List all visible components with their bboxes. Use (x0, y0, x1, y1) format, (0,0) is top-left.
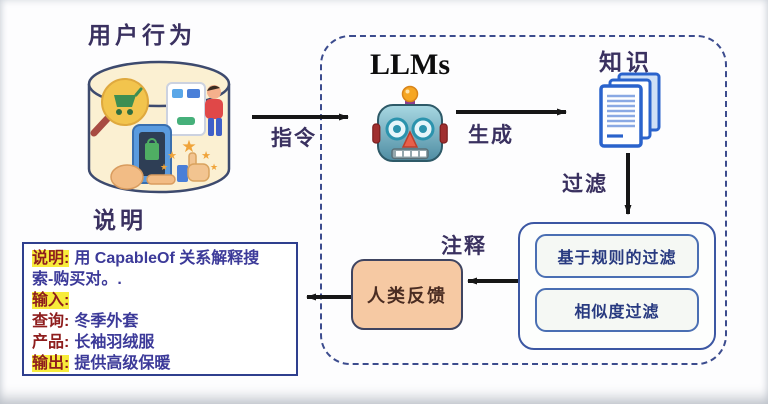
legend-label-input: 输入: (32, 292, 70, 309)
instruction-label: 指令 (271, 127, 317, 150)
annotate-label: 注释 (441, 235, 487, 258)
legend-row: 索-购买对。. (32, 271, 122, 288)
llms-title: LLMs (369, 48, 450, 81)
legend-label-output: 输出: (32, 355, 70, 372)
rule-based-filter-box: 基于规则的过滤 (535, 234, 699, 278)
legend-row: 查询:冬季外套 (32, 313, 139, 330)
svg-text:★: ★ (201, 149, 211, 162)
legend-row: 产品:长袖羽绒服 (32, 334, 155, 351)
legend-title: 说明 (93, 207, 147, 233)
knowledge-title: 知识 (599, 49, 653, 75)
generate-label: 生成 (468, 124, 514, 147)
legend-label-product: 产品: (32, 334, 70, 351)
svg-text:★: ★ (210, 163, 218, 173)
pipeline-dashed-container (320, 35, 727, 365)
svg-text:★: ★ (181, 137, 196, 157)
llm-robot-icon (372, 85, 448, 162)
shopper-icon (166, 82, 223, 136)
svg-text:★: ★ (160, 163, 168, 173)
legend-label-explain: 说明: (32, 250, 70, 267)
phone-browsing-icon (110, 124, 176, 190)
similarity-filter-box: 相似度过滤 (535, 288, 699, 332)
knowledge-documents-icon (599, 72, 661, 148)
human-feedback-label: 人类反馈 (367, 285, 447, 306)
similarity-filter-label: 相似度过滤 (574, 304, 660, 321)
filter-label: 过滤 (562, 173, 608, 196)
legend-row: 输入: (32, 290, 288, 311)
legend-row: 说明:用 CapableOf 关系解释搜 (32, 250, 260, 267)
user-behavior-database-icon: ★ ★ ★ ★ ★ (87, 60, 231, 194)
filter-module-container: 基于规则的过滤 相似度过滤 (518, 222, 716, 350)
human-feedback-box: 人类反馈 (351, 259, 463, 330)
user-behavior-title: 用户行为 (88, 22, 196, 48)
legend-label-query: 查询: (32, 313, 70, 330)
legend-box: 说明:用 CapableOf 关系解释搜 索-购买对。. 输入: 查询:冬季外套… (22, 242, 298, 376)
rule-based-filter-label: 基于规则的过滤 (557, 250, 677, 267)
search-cart-icon (90, 78, 149, 137)
thumbs-up-rating-icon: ★ ★ ★ ★ ★ (160, 137, 218, 182)
svg-text:★: ★ (167, 149, 177, 162)
legend-row: 输出:提供高级保暖 (32, 355, 171, 372)
